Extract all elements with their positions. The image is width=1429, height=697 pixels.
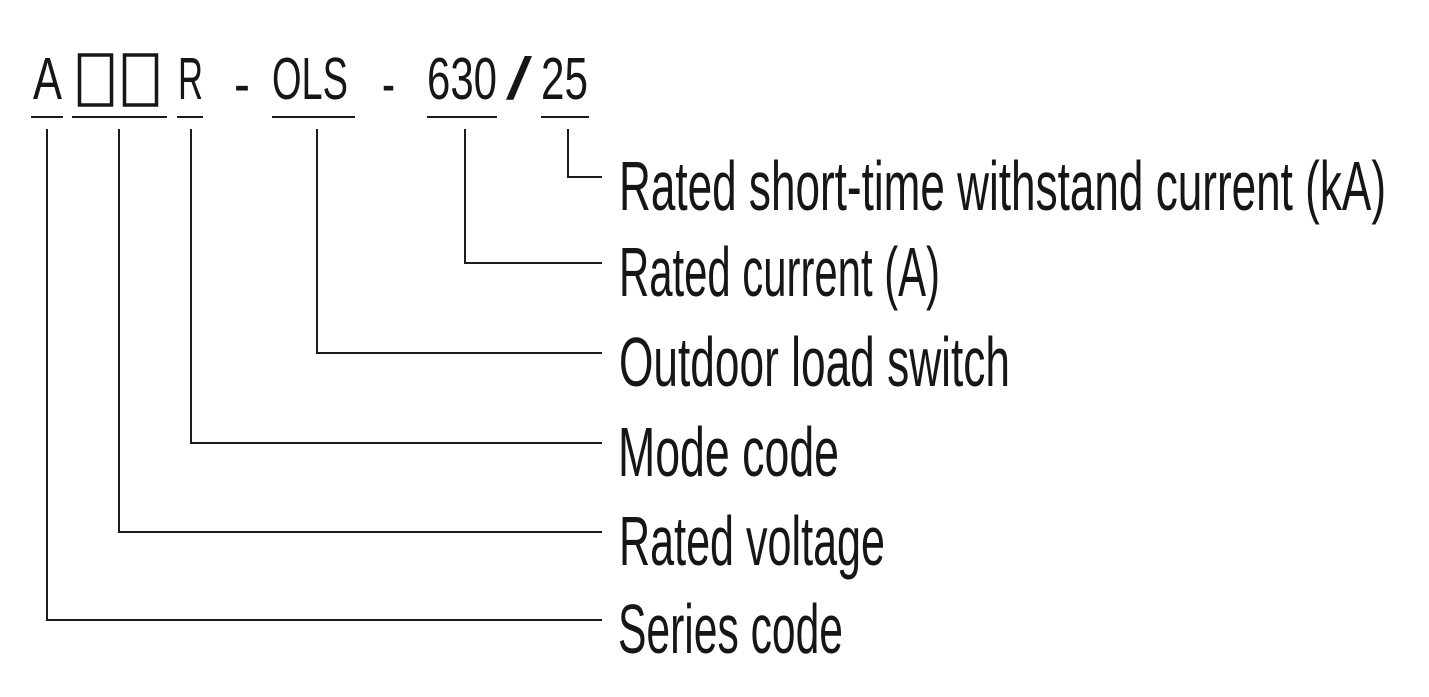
voltage-placeholder-box-1 [77,53,114,107]
code-slash: / [506,46,533,112]
label-mode-code: Mode code [618,413,839,491]
label-series-code: Series code [618,590,843,668]
label-rated-current: Rated current (A) [619,233,940,311]
model-code-row: A R - OLS - 630 / 25 [33,46,588,117]
voltage-placeholder-box-2 [122,53,159,107]
leader-type [316,129,602,354]
leader-rated-current [464,129,602,264]
code-rated-current: 630 [427,46,497,112]
code-series: A [33,46,62,112]
code-type: OLS [272,46,348,112]
label-outdoor-load-switch: Outdoor load switch [619,323,1010,401]
labels: Rated short-time withstand current (kA) … [618,147,1386,668]
leader-mode [190,129,602,444]
label-rated-voltage: Rated voltage [619,502,885,580]
code-mode: R [178,46,203,112]
label-rated-short-time-withstand-current: Rated short-time withstand current (kA) [619,147,1386,225]
code-voltage-placeholder [77,53,159,107]
code-separator-1: - [234,51,250,117]
leader-voltage [118,129,602,533]
leader-lines [46,129,602,621]
leader-withstand-current [567,129,602,178]
code-withstand-current: 25 [541,46,588,112]
code-separator-2: - [382,51,395,117]
leader-series [46,129,602,621]
